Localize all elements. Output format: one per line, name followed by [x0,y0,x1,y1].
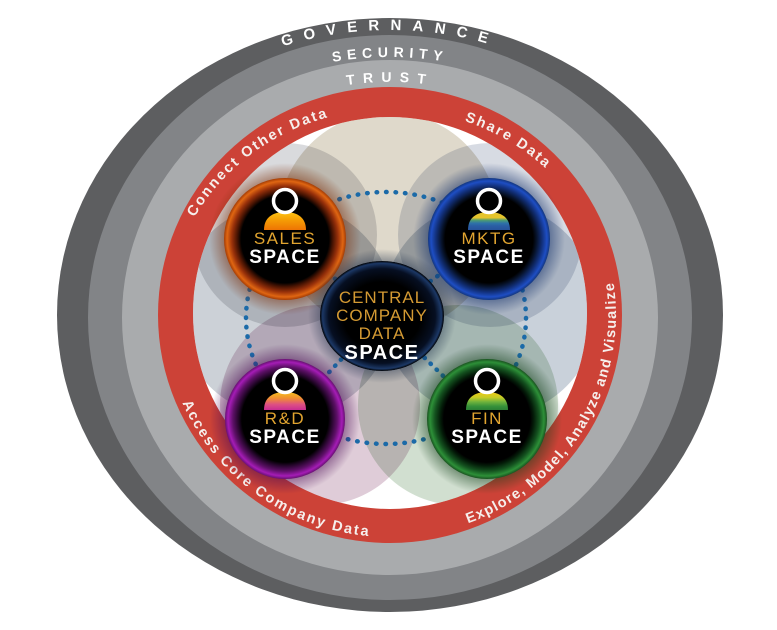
security-label: SECURITY [331,44,449,65]
mktg-space-circle: MKTG SPACE [413,163,565,315]
dotted-connector-ring [243,189,529,447]
fin-space-circle: FIN SPACE [412,344,562,494]
rnd-space-circle: R&D SPACE [210,344,360,494]
central-space-label: SPACE [345,342,420,364]
central-company-data-space-circle: CENTRAL COMPANY DATA SPACE [308,249,456,383]
sales-ring [224,178,346,300]
central-line2: COMPANY [336,306,428,325]
person-icon [468,187,510,230]
rnd-space-label: SPACE [249,427,321,448]
sales-space-label: SPACE [249,247,321,268]
central-line1: CENTRAL [339,288,425,307]
fin-space-label: SPACE [451,427,523,448]
central-line3: DATA [359,324,406,343]
rnd-label: R&D [265,409,305,428]
fin-label: FIN [471,409,503,428]
mktg-ring [428,178,550,300]
person-icon [264,367,306,410]
mktg-label: MKTG [461,229,516,248]
trust-label: TRUST [345,69,435,88]
sales-label: SALES [254,229,316,248]
person-icon [264,187,306,230]
mktg-space-label: SPACE [453,247,525,268]
fin-ring [427,359,547,479]
person-icon [466,367,508,410]
central-circle [320,261,444,371]
rnd-ring [225,359,345,479]
